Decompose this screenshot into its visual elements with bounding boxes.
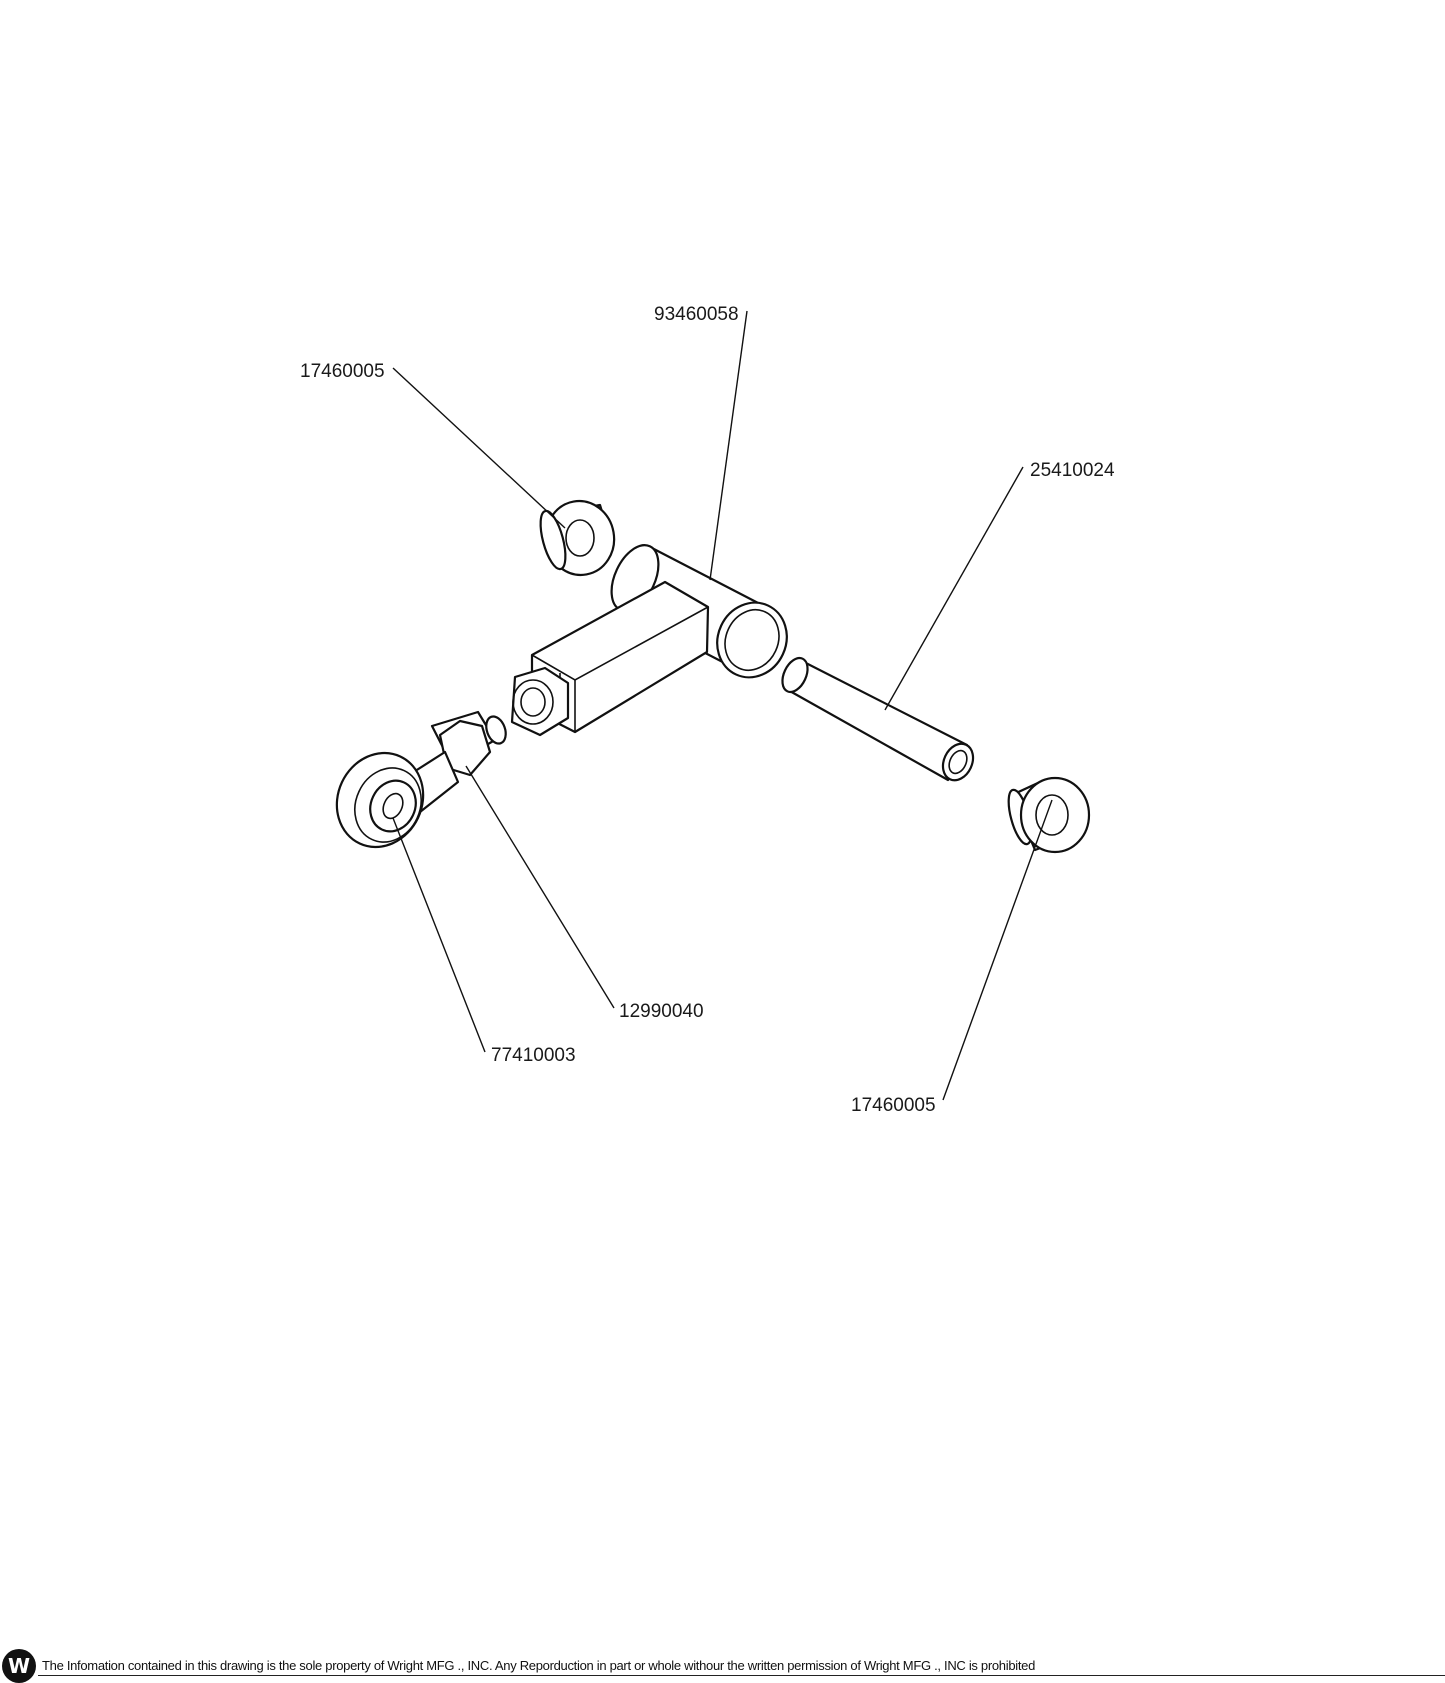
callout-bushing-top: 17460005	[300, 361, 385, 382]
hex-nut-part	[510, 666, 570, 737]
footer: W The Infomation contained in this drawi…	[0, 1647, 1445, 1683]
leader-bushing-bottom	[942, 799, 1053, 1101]
pin-part	[781, 656, 975, 782]
leader-pin	[884, 466, 1024, 711]
company-logo: W	[2, 1649, 36, 1683]
leader-bushing-top	[392, 367, 566, 529]
rod-end-part	[335, 750, 460, 849]
leader-rod-end	[392, 817, 486, 1053]
proprietary-notice: The Infomation contained in this drawing…	[42, 1658, 1036, 1673]
logo-letter: W	[7, 1654, 31, 1678]
callout-tee-arm: 93460058	[654, 304, 739, 325]
callout-jam-nut: 12990040	[619, 1001, 704, 1022]
bushing-top-part	[539, 499, 616, 577]
footer-divider	[38, 1675, 1445, 1676]
leader-tee-arm	[709, 310, 748, 581]
leader-jam-nut	[465, 765, 615, 1009]
callout-bushing-bottom: 17460005	[851, 1095, 936, 1116]
bushing-bottom-part	[1007, 776, 1091, 854]
callout-pin: 25410024	[1030, 460, 1115, 481]
jam-nut-part	[430, 710, 507, 777]
callout-rod-end: 77410003	[491, 1045, 576, 1066]
